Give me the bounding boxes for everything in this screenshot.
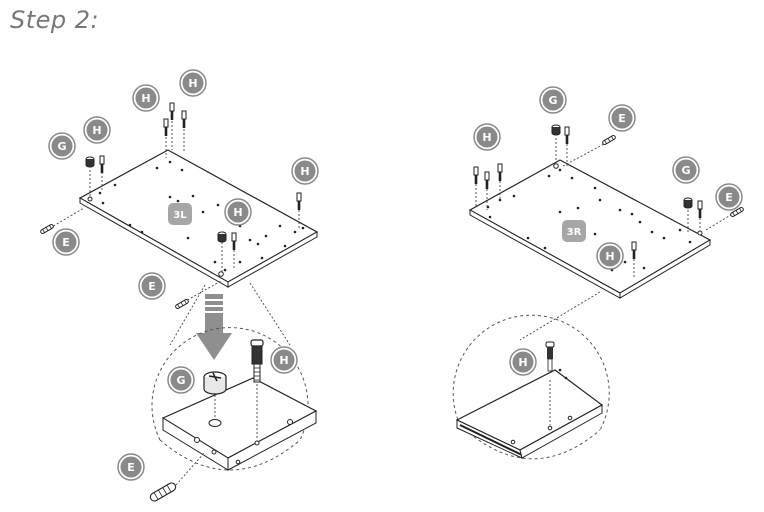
part-badge-h: H (291, 157, 319, 185)
part-badge-e-text: E (618, 112, 626, 125)
part-badge-g-text: G (548, 94, 557, 107)
down-arrow-icon (196, 294, 232, 360)
part-badge-g-text: G (681, 164, 690, 177)
part-badge-h-text: H (279, 354, 288, 367)
part-badge-h-text: H (482, 131, 491, 144)
part-badge-g: G (48, 132, 76, 160)
part-badge-g: G (672, 156, 700, 184)
part-badge-g: G (167, 366, 195, 394)
part-badge-h-text: H (300, 165, 309, 178)
part-badge-e: E (52, 228, 80, 256)
part-badge-e: E (138, 272, 166, 300)
part-badge-e: E (117, 453, 145, 481)
part-badge-e-text: E (62, 236, 70, 249)
part-badge-h-text: H (233, 206, 242, 219)
part-badge-h: H (179, 69, 207, 97)
part-badge-h-text: H (518, 356, 527, 369)
part-badge-h-text: H (188, 77, 197, 90)
part-badge-g-text: G (176, 374, 185, 387)
part-badge-h: H (224, 198, 252, 226)
part-badge-h: H (132, 84, 160, 112)
panel-label-3l-text: 3L (173, 210, 187, 221)
part-badge-h-text: H (605, 250, 614, 263)
part-badge-e-text: E (725, 191, 733, 204)
detail-zoom-left (149, 327, 318, 502)
part-badge-g: G (539, 86, 567, 114)
panel-label-3r-text: 3R (567, 227, 582, 238)
part-badge-h: H (473, 123, 501, 151)
part-badge-h: H (270, 346, 298, 374)
part-badge-e-text: E (127, 461, 135, 474)
detail-zoom-right (452, 314, 610, 460)
part-badge-h: H (83, 116, 111, 144)
part-badge-g-text: G (57, 140, 66, 153)
part-badge-h-text: H (92, 124, 101, 137)
panel-label-3r (562, 220, 586, 242)
part-badge-e-text: E (148, 280, 156, 293)
step-title: Step 2: (10, 6, 100, 34)
part-badges: H H H G H H E E G H E G H E G E H H (48, 69, 743, 481)
right-panel: 3R (452, 124, 745, 460)
part-badge-e: E (608, 104, 636, 132)
part-badge-e: E (715, 183, 743, 211)
part-badge-h: H (596, 242, 624, 270)
part-badge-h-text: H (141, 92, 150, 105)
panel-label-3l (168, 203, 192, 225)
part-badge-h: H (509, 348, 537, 376)
left-panel: 3L (39, 102, 319, 502)
